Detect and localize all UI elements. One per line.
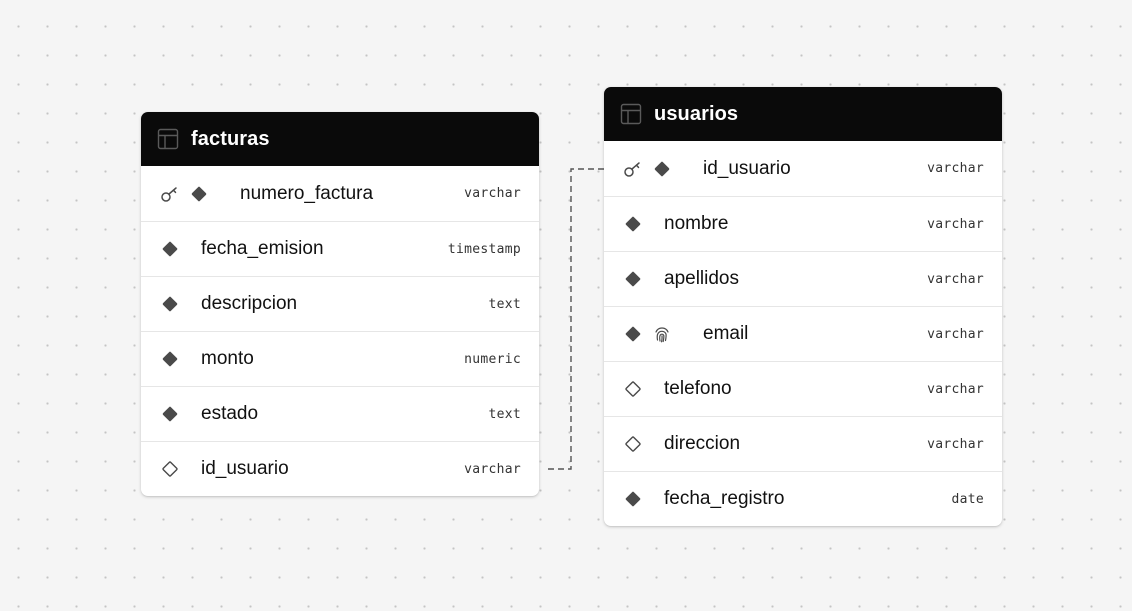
diamond-outline-icon: [623, 434, 643, 454]
column-name: fecha_registro: [664, 488, 785, 509]
column-icons: [160, 349, 180, 369]
column-icons: [623, 269, 643, 289]
column-type: timestamp: [447, 241, 521, 257]
column-type: varchar: [464, 186, 521, 201]
column-name: direccion: [664, 433, 741, 454]
diamond-filled-icon: [623, 269, 643, 289]
column-name: telefono: [664, 378, 732, 399]
column-icons: [623, 489, 643, 509]
column-icons: [160, 459, 180, 479]
column-icons: [160, 404, 180, 424]
column-name: email: [703, 323, 749, 344]
column-type: varchar: [927, 326, 984, 342]
column-type: varchar: [927, 161, 984, 176]
column-icons: [160, 239, 180, 259]
column-row-numero_factura[interactable]: numero_factura varchar: [141, 166, 539, 221]
diamond-filled-icon: [160, 349, 180, 369]
column-icons: [623, 159, 672, 179]
column-row-nombre[interactable]: nombre varchar: [604, 196, 1002, 251]
column-name: fecha_emision: [201, 238, 324, 259]
table-header-usuarios[interactable]: usuarios: [604, 87, 1002, 141]
column-type: varchar: [464, 461, 521, 477]
column-name: nombre: [664, 213, 729, 234]
column-icons: [160, 184, 209, 204]
key-icon: [623, 159, 643, 179]
column-type: varchar: [927, 216, 984, 232]
column-row-email[interactable]: email varchar: [604, 306, 1002, 361]
column-icons: [623, 214, 643, 234]
diamond-filled-icon: [623, 214, 643, 234]
column-row-estado[interactable]: estado text: [141, 386, 539, 441]
table-title: facturas: [191, 127, 270, 150]
column-name: apellidos: [664, 268, 739, 289]
column-row-monto[interactable]: monto numeric: [141, 331, 539, 386]
column-name: estado: [201, 403, 259, 424]
relationship-line-facturas-usuarios: [548, 168, 604, 470]
diamond-filled-icon: [652, 159, 672, 179]
diamond-filled-icon: [189, 184, 209, 204]
column-row-id_usuario[interactable]: id_usuario varchar: [604, 141, 1002, 196]
column-icons: [623, 324, 672, 344]
column-row-apellidos[interactable]: apellidos varchar: [604, 251, 1002, 306]
column-type: text: [488, 296, 521, 312]
diamond-outline-icon: [623, 379, 643, 399]
key-icon: [160, 184, 180, 204]
column-icons: [160, 294, 180, 314]
table-icon: [157, 128, 179, 150]
table-icon: [620, 103, 642, 125]
column-type: date: [951, 491, 984, 507]
diamond-filled-icon: [160, 294, 180, 314]
column-row-telefono[interactable]: telefono varchar: [604, 361, 1002, 416]
column-type: varchar: [927, 381, 984, 397]
column-name: descripcion: [201, 293, 298, 314]
fingerprint-icon: [652, 324, 672, 344]
column-type: text: [488, 406, 521, 422]
diamond-filled-icon: [623, 324, 643, 344]
column-type: numeric: [464, 351, 521, 367]
diamond-filled-icon: [623, 489, 643, 509]
diamond-filled-icon: [160, 404, 180, 424]
column-row-descripcion[interactable]: descripcion text: [141, 276, 539, 331]
column-row-id_usuario[interactable]: id_usuario varchar: [141, 441, 539, 496]
column-name: monto: [201, 348, 254, 369]
column-row-fecha_emision[interactable]: fecha_emision timestamp: [141, 221, 539, 276]
column-row-fecha_registro[interactable]: fecha_registro date: [604, 471, 1002, 526]
column-row-direccion[interactable]: direccion varchar: [604, 416, 1002, 471]
column-icons: [623, 434, 643, 454]
column-type: varchar: [927, 271, 984, 287]
table-title: usuarios: [654, 102, 739, 125]
diamond-outline-icon: [160, 459, 180, 479]
column-icons: [623, 379, 643, 399]
diamond-filled-icon: [160, 239, 180, 259]
table-header-facturas[interactable]: facturas: [141, 112, 539, 166]
column-type: varchar: [927, 436, 984, 452]
column-name: id_usuario: [703, 157, 791, 179]
column-name: numero_factura: [240, 182, 374, 204]
column-name: id_usuario: [201, 458, 289, 479]
